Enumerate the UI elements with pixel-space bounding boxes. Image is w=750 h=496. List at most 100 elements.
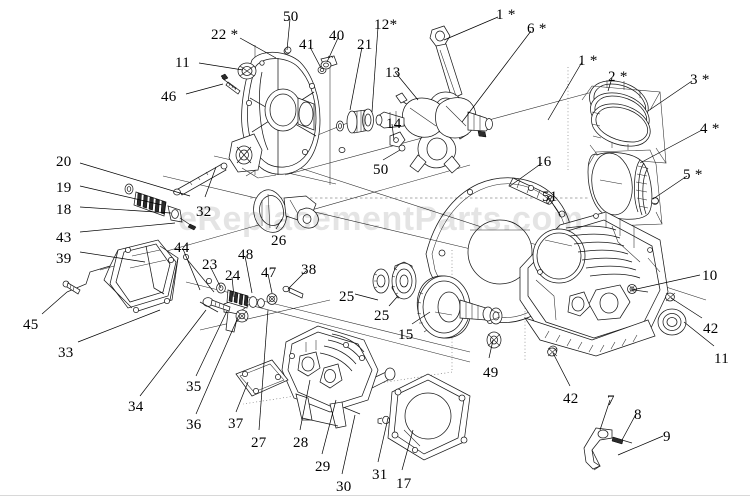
crankshaft-part-6 <box>375 25 493 174</box>
bolt-part-35 <box>202 297 231 312</box>
callout-31: 31 <box>372 467 388 483</box>
leader-line-33 <box>77 309 161 343</box>
link-rod-part-32 <box>173 162 228 196</box>
callout-18: 18 <box>56 202 72 218</box>
callout-50: 50 <box>373 162 389 178</box>
engine-block-part-51 <box>519 211 669 357</box>
leader-line-45 <box>41 291 68 315</box>
callout-37: 37 <box>228 416 244 432</box>
callout-leader-lines <box>41 16 715 475</box>
callout-34: 34 <box>128 399 144 415</box>
callout-5-starred: 5 * <box>683 167 703 183</box>
leader-line-5 <box>652 175 688 200</box>
callout-36: 36 <box>186 417 202 433</box>
leader-line-40 <box>326 37 339 63</box>
leader-line-24 <box>231 276 235 298</box>
callout-9: 9 <box>663 429 671 445</box>
callout-45: 45 <box>23 317 39 333</box>
callout-38: 38 <box>301 262 317 278</box>
callout-4-starred: 4 * <box>700 121 720 137</box>
callout-29: 29 <box>315 459 331 475</box>
callout-33: 33 <box>58 345 74 361</box>
leader-line-41 <box>309 46 322 69</box>
leader-line-25 <box>354 293 379 301</box>
pin-part-8 <box>611 436 633 445</box>
fitting-part-40 <box>320 55 338 70</box>
leader-line-19 <box>79 185 163 206</box>
leader-line-18 <box>79 206 172 214</box>
callout-3-starred: 3 * <box>690 72 710 88</box>
leader-line-38 <box>287 270 307 290</box>
dipstick-part-7 <box>583 427 613 470</box>
leader-line-14 <box>391 123 395 141</box>
cover-plate-part-27 <box>235 359 289 397</box>
nut-part-49 <box>486 331 502 349</box>
crankcase-cover-part-22 <box>228 47 321 179</box>
leader-line-25 <box>388 296 398 307</box>
callout-1-starred: 1 * <box>578 53 598 69</box>
leader-line-49 <box>488 339 494 359</box>
callout-25: 25 <box>374 308 390 324</box>
callout-17: 17 <box>396 476 412 492</box>
leader-line-36 <box>195 314 240 415</box>
air-box-part-39 <box>66 239 179 313</box>
callout-11: 11 <box>175 55 191 71</box>
callout-42: 42 <box>563 391 579 407</box>
callout-14: 14 <box>386 116 402 132</box>
callout-28: 28 <box>293 435 309 451</box>
leader-line-8 <box>621 413 637 441</box>
dowel-pin-part-50-top <box>284 46 292 54</box>
callout-51: 51 <box>542 189 558 205</box>
callout-24: 24 <box>225 268 241 284</box>
piston-pin-clip-part-5 <box>651 197 659 205</box>
connecting-rod-cap-part-1-lower <box>409 130 461 174</box>
leader-line-3 <box>647 80 693 112</box>
leader-line-32 <box>204 166 217 198</box>
callout-12-starred: 12* <box>374 17 398 33</box>
oil-seal-part-11-right <box>657 308 687 336</box>
leader-line-23 <box>209 265 222 289</box>
leader-line-47 <box>267 273 273 294</box>
leader-line-50 <box>286 18 291 51</box>
callout-2-starred: 2 * <box>608 69 628 85</box>
camshaft-assembly-part-15 <box>372 261 503 349</box>
leader-line-20 <box>79 162 191 197</box>
oil-seal-part-11-left <box>237 62 257 80</box>
bolt-part-10 <box>633 289 649 293</box>
leader-line-27 <box>258 309 269 431</box>
leader-line-1 <box>443 16 499 41</box>
callout-19: 19 <box>56 180 72 196</box>
leader-line-42 <box>670 297 703 319</box>
callout-32: 32 <box>196 204 212 220</box>
callout-50: 50 <box>283 9 299 25</box>
leader-line-6 <box>461 30 532 123</box>
governor-spring-part-19 <box>124 183 197 231</box>
leader-line-35 <box>195 310 228 377</box>
leader-line-10 <box>631 274 701 291</box>
dowel-pin-part-50-mid <box>398 144 406 152</box>
callout-6-starred: 6 * <box>527 21 547 37</box>
leader-line-9 <box>617 435 664 456</box>
leader-line-42 <box>552 352 571 387</box>
leader-line-34 <box>139 309 207 397</box>
callout-22-starred: 22 * <box>211 27 239 43</box>
callout-10: 10 <box>702 268 718 284</box>
governor-spring-assembly <box>206 278 278 309</box>
callout-42: 42 <box>703 321 719 337</box>
callout-16: 16 <box>536 154 552 170</box>
leader-line-2 <box>607 77 613 92</box>
callout-23: 23 <box>202 257 218 273</box>
callout-40: 40 <box>329 28 345 44</box>
callout-25: 25 <box>339 289 355 305</box>
leader-line-7 <box>599 399 611 431</box>
leader-line-16 <box>509 162 543 187</box>
leader-line-48 <box>244 255 253 294</box>
leader-line-44 <box>182 248 201 291</box>
callout-27: 27 <box>251 435 267 451</box>
callout-15: 15 <box>398 327 414 343</box>
leader-line-50 <box>382 149 401 161</box>
crankcase-housing-part-28 <box>281 325 379 429</box>
callout-43: 43 <box>56 230 72 246</box>
